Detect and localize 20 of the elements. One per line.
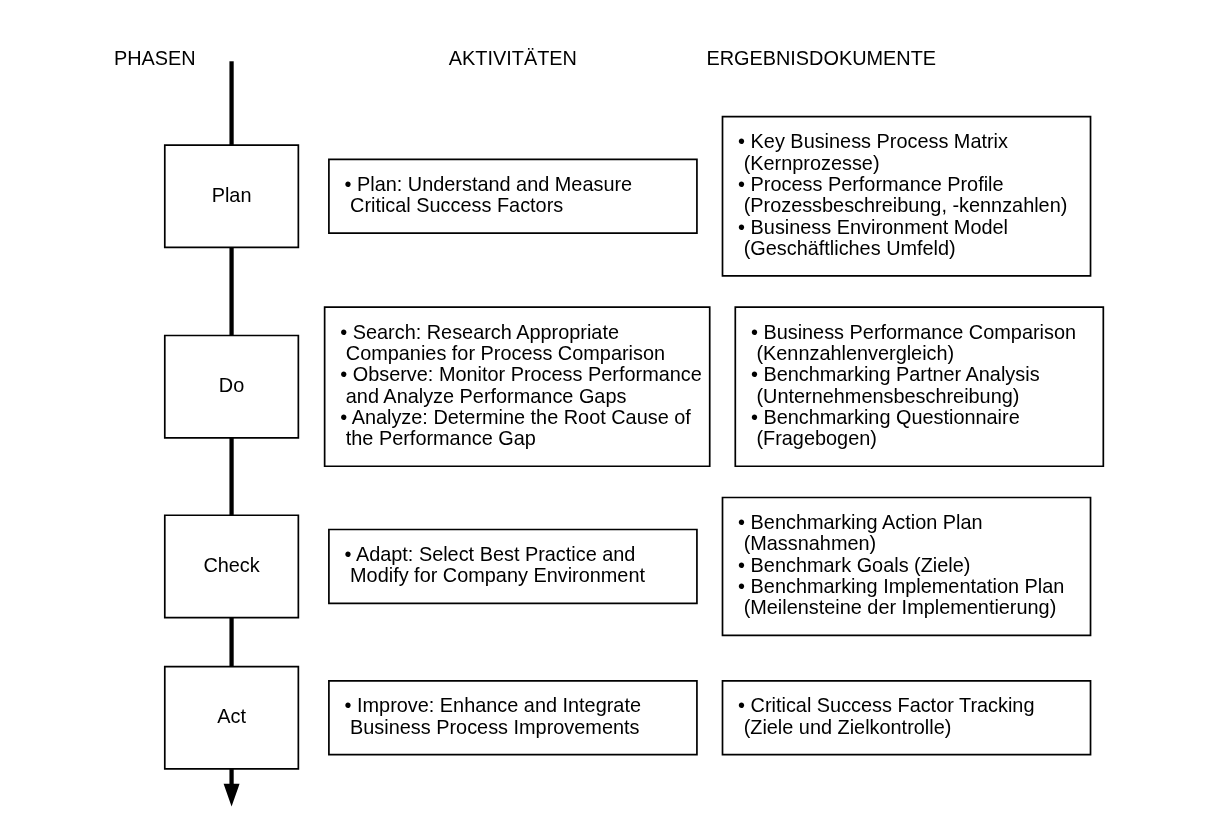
node-box: • Plan: Understand and Measure Critical Success Factors — [328, 158, 698, 235]
label: PHASEN — [113, 47, 196, 70]
arrow — [223, 769, 240, 807]
node-box: • Business Performance Comparison (Kennzahlenvergleich) • Benchmarking Partner Analysis (Unternehmensbeschreibung) • Benchmarking Questionnaire (Fragebogen) — [734, 306, 1105, 468]
node-box: Check — [163, 514, 300, 619]
node-box: • Key Business Process Matrix (Kernprozesse) • Process Performance Profile (Prozessbeschreibung, -kennzahlen) • Business Environment Model (Geschäftliches Umfeld) — [721, 115, 1092, 277]
node-box: Do — [163, 334, 300, 439]
connector — [229, 617, 234, 667]
label: ERGEBNISDOKUMENTE — [706, 47, 937, 70]
connector — [229, 61, 234, 146]
node-box: • Improve: Enhance and Integrate Business Process Improvements — [328, 679, 698, 756]
node-box: • Critical Success Factor Tracking (Ziele und Zielkontrolle) — [721, 679, 1092, 756]
node-box: • Adapt: Select Best Practice and Modify for Company Environment — [328, 528, 698, 605]
connector — [229, 437, 234, 515]
label: AKTIVITÄTEN — [448, 47, 577, 70]
node-box: • Benchmarking Action Plan (Massnahmen) • Benchmark Goals (Ziele) • Benchmarking Implementation Plan (Meilensteine der Implementierung) — [721, 496, 1092, 637]
node-box: • Search: Research Appropriate Companies for Process Comparison • Observe: Monitor Process Performance and Analyze Performance Gaps • Analyze: Determine the Root Cause of the Performance Gap — [323, 306, 711, 468]
node-box: Plan — [163, 144, 300, 249]
node-box: Act — [163, 665, 300, 770]
connector — [229, 247, 234, 336]
